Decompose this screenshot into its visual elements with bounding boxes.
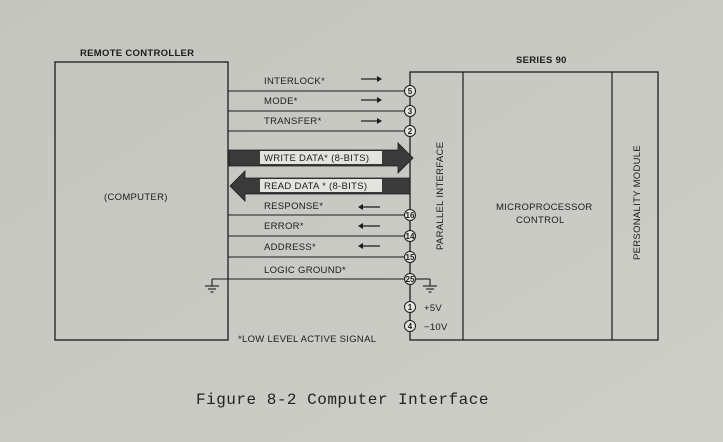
pin-1: 1	[408, 303, 413, 312]
signal-response-label: RESPONSE*	[264, 201, 323, 212]
signal-transfer-label: TRANSFER*	[264, 116, 322, 127]
pin-3: 3	[408, 107, 413, 116]
signal-interlock: INTERLOCK* 5	[228, 76, 416, 97]
signal-mode: MODE* 3	[228, 96, 416, 117]
arrow-left-icon	[358, 204, 380, 210]
microprocessor-label-1: MICROPROCESSOR	[496, 202, 593, 213]
signal-error-label: ERROR*	[264, 221, 304, 232]
write-data-bus: WRITE DATA* (8-BITS)	[228, 142, 414, 174]
signal-error: ERROR* 14	[228, 221, 416, 242]
arrow-left-icon	[358, 243, 380, 249]
pin-16: 16	[406, 211, 415, 220]
power-5v-label: +5V	[424, 303, 442, 314]
series-90-header: SERIES 90	[516, 55, 567, 66]
pin-4: 4	[408, 322, 413, 331]
pin-5: 5	[408, 87, 413, 96]
signal-logic-ground: LOGIC GROUND* 25	[212, 265, 430, 285]
ground-icon	[205, 279, 219, 293]
read-data-bus: READ DATA * (8-BITS)	[229, 170, 411, 202]
read-data-label: READ DATA * (8-BITS)	[264, 181, 367, 192]
arrow-right-icon	[361, 97, 382, 103]
power-minus10v-label: −10V	[424, 322, 448, 333]
signal-logic-ground-label: LOGIC GROUND*	[264, 265, 346, 276]
ground-icon	[423, 279, 437, 293]
figure-caption: Figure 8-2 Computer Interface	[196, 391, 489, 409]
signal-transfer: TRANSFER* 2	[228, 116, 416, 137]
remote-controller-header: REMOTE CONTROLLER	[80, 48, 194, 59]
microprocessor-label-2: CONTROL	[516, 215, 565, 226]
signal-address: ADDRESS* 15	[228, 242, 416, 263]
signal-address-label: ADDRESS*	[264, 242, 316, 253]
write-data-label: WRITE DATA* (8-BITS)	[264, 153, 369, 164]
computer-label: (COMPUTER)	[104, 192, 168, 203]
arrow-right-icon	[361, 76, 382, 82]
arrow-right-icon	[361, 118, 382, 124]
signal-interlock-label: INTERLOCK*	[264, 76, 325, 87]
signal-mode-label: MODE*	[264, 96, 298, 107]
pin-15: 15	[406, 253, 415, 262]
arrow-left-icon	[358, 223, 380, 229]
parallel-interface-label: PARALLEL INTERFACE	[435, 142, 446, 250]
power-pin-minus10v: 4 −10V	[404, 320, 448, 333]
personality-module-label: PERSONALITY MODULE	[632, 145, 643, 260]
power-pin-5v: 1 +5V	[404, 301, 442, 314]
pin-25: 25	[406, 275, 415, 284]
footnote: *LOW LEVEL ACTIVE SIGNAL	[238, 334, 376, 345]
signal-response: RESPONSE* 16	[228, 201, 416, 221]
pin-14: 14	[406, 232, 415, 241]
pin-2: 2	[408, 127, 413, 136]
series-90-box	[409, 71, 659, 341]
remote-controller-box	[54, 61, 229, 341]
